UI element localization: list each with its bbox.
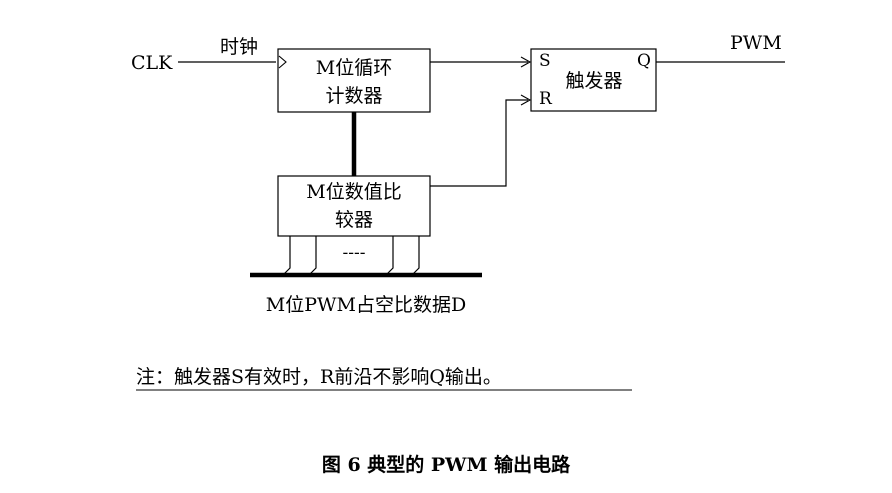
comparator-box — [277, 175, 431, 237]
comparator-to-r-wire — [430, 99, 528, 187]
trigger-label: 触发器 — [565, 70, 622, 92]
s-input-arrow-icon — [520, 56, 532, 68]
r-input-arrow-icon — [520, 94, 532, 106]
comparator-label-line2: 较器 — [335, 209, 373, 231]
bus-ellipsis-dashes: ---- — [343, 243, 366, 263]
pwm-label: PWM — [730, 32, 782, 54]
data-bus-label: M位PWM占空比数据D — [266, 294, 466, 316]
counter-clock-arrow-icon — [278, 55, 287, 69]
clock-label: 时钟 — [220, 36, 258, 58]
trigger-q-pin: Q — [637, 51, 651, 71]
note-text: 注：触发器S有效时，R前沿不影响Q输出。 — [136, 366, 502, 388]
comparator-label-line1: M位数值比 — [306, 181, 401, 203]
trigger-box — [530, 48, 657, 112]
figure-caption: 图 6 典型的 PWM 输出电路 — [322, 453, 571, 476]
counter-label-line2: 计数器 — [325, 85, 382, 107]
counter-label-line1: M位循环 — [316, 57, 392, 79]
clk-label: CLK — [131, 52, 173, 74]
trigger-r-pin: R — [539, 89, 553, 109]
trigger-s-pin: S — [539, 51, 551, 71]
data-bus-lines — [283, 236, 420, 275]
